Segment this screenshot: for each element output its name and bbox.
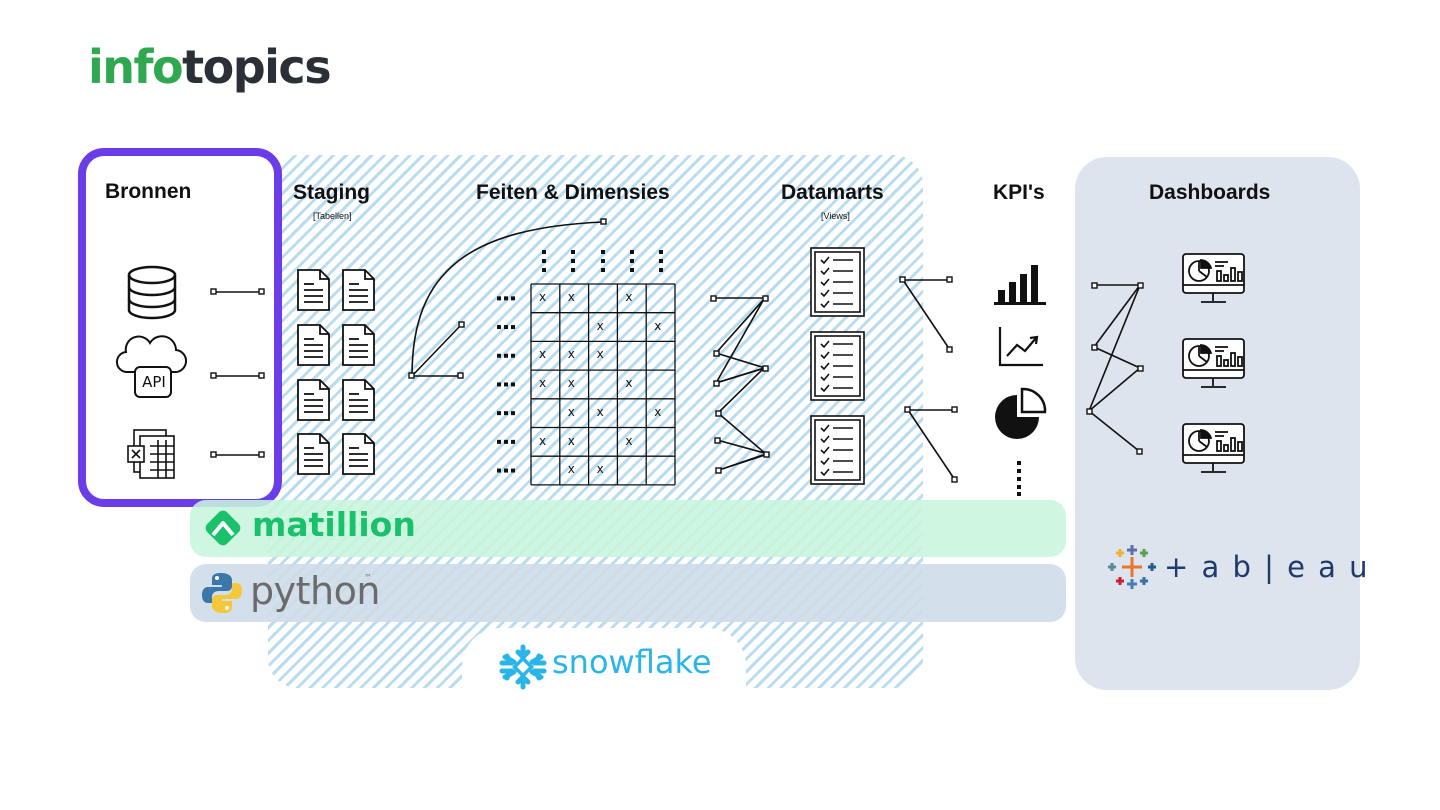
row-ellipsis-dot [497,411,501,416]
row-ellipsis-dot [504,296,508,301]
row-ellipsis-dot [504,325,508,330]
row-ellipsis-dot [504,382,508,387]
matrix-x-marker: x [567,404,575,419]
staging-connectors [411,221,604,377]
matrix-x-marker: x [539,433,547,448]
api-cloud-icon [116,335,188,398]
row-ellipsis-dot [497,353,501,358]
row-ellipsis-dot [504,468,508,473]
bronnen-highlight-box [78,148,282,507]
row-ellipsis-dot [511,439,515,444]
matrix-x-marker: x [567,347,575,362]
matrix-x-marker: x [625,290,633,304]
bar-chart-icon [994,265,1046,305]
matrix-x-marker: x [567,290,575,304]
document-icon [297,433,330,475]
document-icon [297,269,330,311]
matillion-logo-icon [205,510,241,546]
stage-title-bronnen: Bronnen [105,180,192,203]
row-ellipsis-dot [511,296,515,301]
datamarts-to-kpi-connectors [901,279,956,481]
matrix-x-marker: x [596,318,604,333]
matrix-x-marker: x [654,318,662,333]
kpi-to-dashboards-connectors [1088,284,1142,452]
logo-part-info: info [88,40,184,94]
checklist-icon [810,247,865,317]
stage-title-staging: Staging [293,181,370,204]
pie-chart-icon [995,387,1047,439]
kpi-more-ellipsis [1017,461,1021,496]
matrix-column-ellipsis [542,250,663,272]
row-ellipsis-dot [504,411,508,416]
row-ellipsis-dot [511,468,515,473]
line-chart-icon [998,327,1043,367]
bronnen-connectors [214,291,261,456]
matrix-x-marker: x [539,347,547,362]
matrix-x-marker: x [654,404,662,419]
matrix-x-marker: x [539,376,547,391]
document-icon [297,324,330,366]
python-logo-icon [202,573,242,613]
checklist-icon [810,415,865,485]
tableau-logo-icon [1108,545,1156,589]
checklist-icon [810,331,865,401]
matrix-x-marker: x [567,433,575,448]
matrix-x-marker: x [539,290,547,304]
stage-subtitle-datamarts: [Views] [821,211,850,221]
matrix-x-marker: x [596,462,604,477]
matrix-x-marker: x [625,433,633,448]
logo-part-topics: topics [182,40,331,94]
document-icon [342,269,375,311]
api-label: API [142,373,166,391]
row-ellipsis-dot [504,353,508,358]
row-ellipsis-dot [511,353,515,358]
matrix-x-marker: x [625,376,633,391]
dashboard-monitor-icon [1182,423,1245,473]
dashboard-monitor-icon [1182,253,1245,303]
stage-title-dashboards: Dashboards [1149,181,1271,204]
python-bar [190,564,1066,622]
stage-title-datamarts: Datamarts [781,181,884,204]
facts-to-datamarts-connectors [713,297,771,471]
database-icon [127,265,177,320]
python-label: python [250,569,380,613]
row-ellipsis-dot [497,296,501,301]
document-icon [297,379,330,421]
row-ellipsis-dot [497,325,501,330]
dashboard-monitor-icon [1182,338,1245,388]
row-ellipsis-dot [497,439,501,444]
row-ellipsis-dot [511,382,515,387]
row-ellipsis-dot [511,411,515,416]
row-ellipsis-dot [497,468,501,473]
excel-icon [127,429,175,479]
row-ellipsis-dot [504,439,508,444]
fact-matrix-grid [530,283,676,486]
row-ellipsis-dot [511,325,515,330]
stage-title-kpis: KPI's [993,181,1045,204]
matillion-bar [190,500,1066,557]
stage-subtitle-staging: [Tabellen] [313,211,352,221]
stage-title-feiten-dimensies: Feiten & Dimensies [476,181,670,204]
snowflake-label: snowflake [552,643,712,681]
row-ellipsis-dot [497,382,501,387]
matillion-label: matillion [252,505,416,544]
matrix-x-marker: x [567,376,575,391]
document-icon [342,433,375,475]
document-icon [342,324,375,366]
snowflake-logo-icon [499,644,547,690]
infotopics-logo: infotopics [88,44,332,90]
python-trademark: ™ [364,573,372,582]
matrix-x-marker: x [596,404,604,419]
matrix-x-marker: x [596,347,604,362]
document-icon [342,379,375,421]
tableau-label: + a b | e a u [1164,550,1370,584]
matrix-x-marker: x [567,462,575,477]
